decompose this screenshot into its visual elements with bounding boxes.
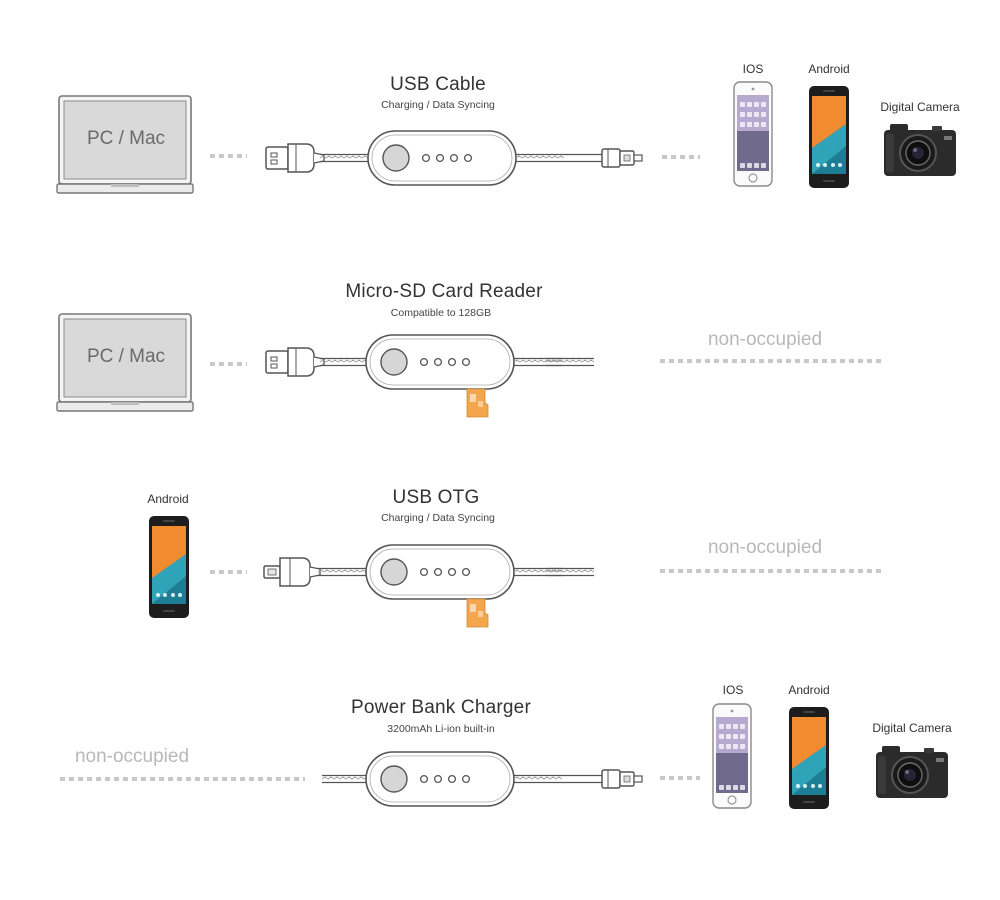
device-label-camera: Digital Camera <box>872 721 952 735</box>
cable-segment <box>513 567 563 577</box>
micro-sd-card-icon <box>466 598 489 628</box>
laptop-label: PC / Mac <box>86 346 166 367</box>
non-occupied-label: non-occupied <box>74 746 190 767</box>
device-label-android: Android <box>147 492 189 506</box>
non-occupied-label: non-occupied <box>707 329 823 350</box>
micro-usb-plug-icon <box>263 557 321 587</box>
iphone-icon <box>733 81 773 187</box>
cable-segment <box>545 357 595 367</box>
usb-hub-icon <box>365 544 515 600</box>
cable-segment <box>319 153 369 163</box>
row-usb-otg <box>149 516 884 628</box>
android-phone-icon <box>809 86 849 188</box>
row-subtitle: 3200mAh Li-ion built-in <box>387 723 495 735</box>
device-label-ios: IOS <box>722 683 744 697</box>
row-power-bank <box>60 703 949 809</box>
usb-hub-icon <box>367 130 517 186</box>
cable-segment <box>545 567 595 577</box>
device-label-ios: IOS <box>742 62 764 76</box>
cable-segment <box>321 774 371 784</box>
lightning-tip-icon <box>601 148 643 168</box>
camera-icon <box>883 123 957 177</box>
cable-segment <box>319 357 369 367</box>
cable-segment <box>513 774 563 784</box>
usb-hub-icon <box>365 334 515 390</box>
android-phone-icon <box>789 707 829 809</box>
usb-a-plug-icon <box>265 347 325 377</box>
row-usb-cable <box>56 81 957 194</box>
cable-segment <box>515 153 565 163</box>
laptop-label: PC / Mac <box>86 128 166 149</box>
row-micro-sd-reader <box>56 313 884 418</box>
usb-a-plug-icon <box>265 143 325 173</box>
non-occupied-label: non-occupied <box>707 537 823 558</box>
row-subtitle: Charging / Data Syncing <box>381 512 495 524</box>
device-label-android: Android <box>788 683 830 697</box>
iphone-icon <box>712 703 752 809</box>
usb-hub-icon <box>365 751 515 807</box>
micro-sd-card-icon <box>466 388 489 418</box>
android-phone-icon <box>149 516 189 618</box>
device-label-android: Android <box>808 62 850 76</box>
cable-segment <box>513 357 563 367</box>
camera-icon <box>875 745 949 799</box>
row-title: Micro-SD Card Reader <box>345 281 543 302</box>
row-subtitle: Charging / Data Syncing <box>381 99 495 111</box>
row-title: USB OTG <box>392 487 480 508</box>
row-title: Power Bank Charger <box>351 697 531 718</box>
cable-segment <box>317 567 367 577</box>
lightning-tip-icon <box>601 769 643 789</box>
device-label-camera: Digital Camera <box>880 100 960 114</box>
row-title: USB Cable <box>390 74 486 95</box>
row-subtitle: Compatible to 128GB <box>390 307 492 319</box>
